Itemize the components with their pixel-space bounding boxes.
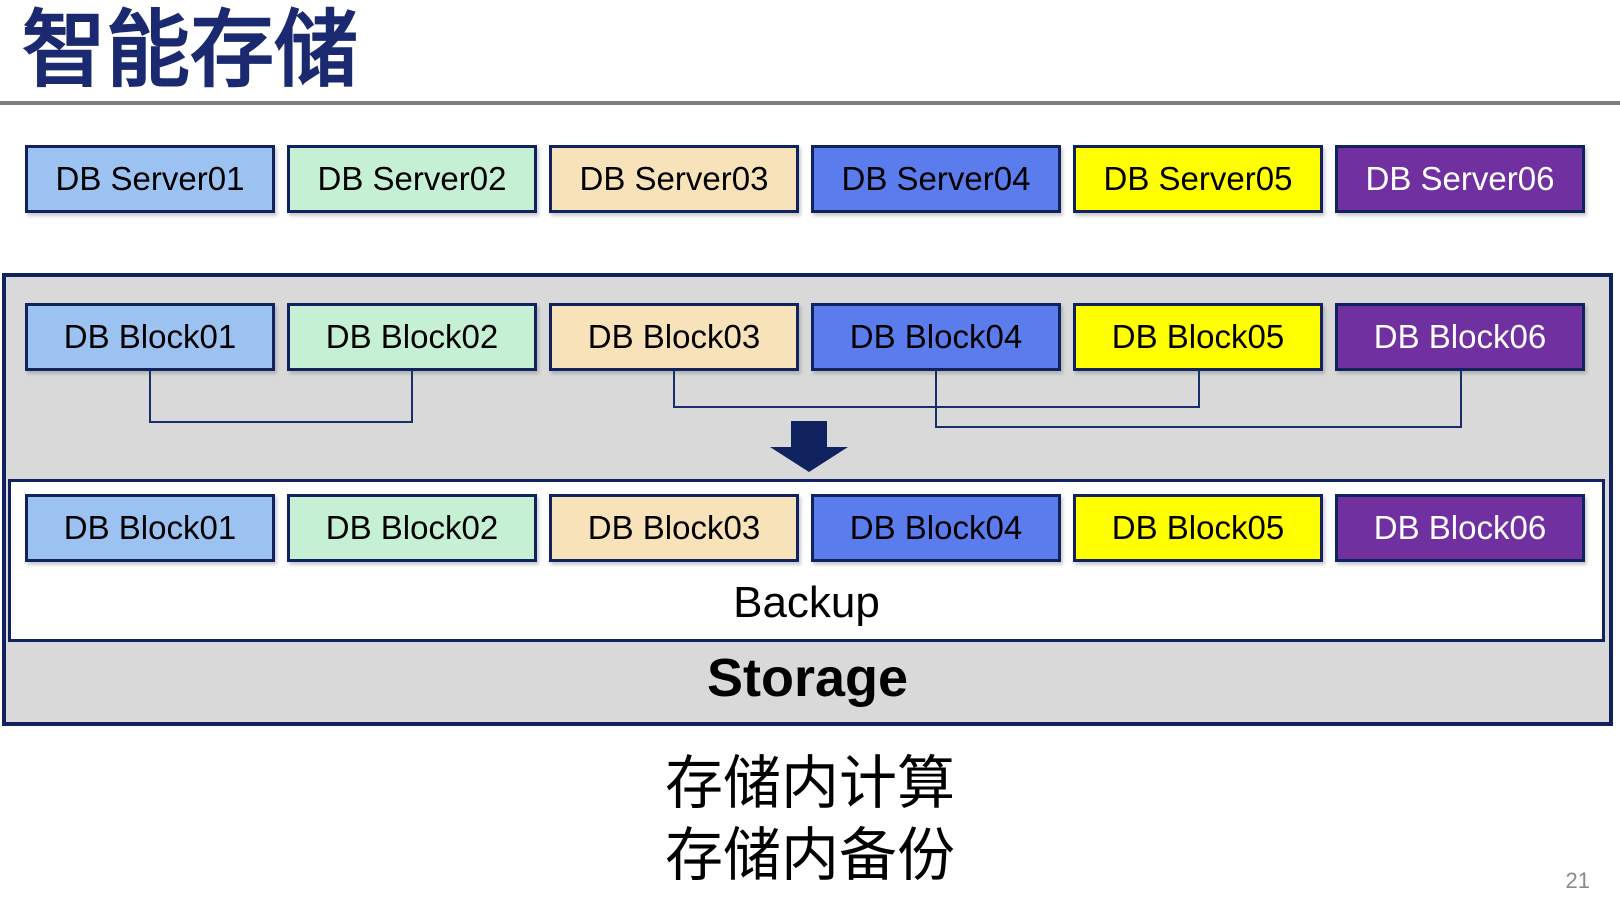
server-box-05: DB Server05	[1073, 145, 1323, 213]
block-bottom-box-04: DB Block04	[811, 494, 1061, 562]
block-top-box-01: DB Block01	[25, 303, 275, 371]
block-bottom-box-01: DB Block01	[25, 494, 275, 562]
block-top-box-04: DB Block04	[811, 303, 1061, 371]
storage-label: Storage	[706, 648, 909, 708]
backup-label: Backup	[733, 578, 880, 627]
caption: 存储内计算 存储内备份	[0, 748, 1620, 892]
page-number: 21	[1565, 868, 1590, 893]
block-top-box-03: DB Block03	[549, 303, 799, 371]
caption-line-1: 存储内计算	[664, 751, 955, 816]
connector-block04-block06	[935, 370, 1462, 428]
down-arrow-stem	[791, 421, 827, 448]
block-top-box-06: DB Block06	[1335, 303, 1585, 371]
server-box-01: DB Server01	[25, 145, 275, 213]
server-box-03: DB Server03	[549, 145, 799, 213]
block-bottom-box-06: DB Block06	[1335, 494, 1585, 562]
block-bottom-box-03: DB Block03	[549, 494, 799, 562]
slide-title: 智能存储	[22, 3, 359, 97]
block-top-box-05: DB Block05	[1073, 303, 1323, 371]
down-arrow-head	[770, 447, 848, 472]
server-box-02: DB Server02	[287, 145, 537, 213]
block-top-box-02: DB Block02	[287, 303, 537, 371]
server-box-06: DB Server06	[1335, 145, 1585, 213]
caption-line-2: 存储内备份	[664, 823, 955, 888]
connector-block01-block02	[149, 370, 413, 423]
block-bottom-box-05: DB Block05	[1073, 494, 1323, 562]
title-divider	[0, 101, 1620, 105]
block-bottom-box-02: DB Block02	[287, 494, 537, 562]
server-box-04: DB Server04	[811, 145, 1061, 213]
